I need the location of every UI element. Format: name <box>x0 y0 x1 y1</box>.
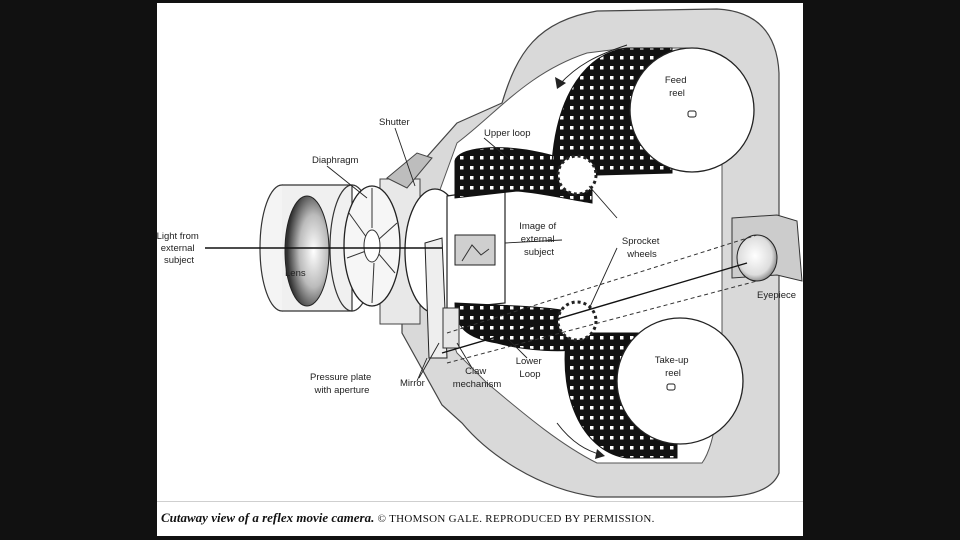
lens-label: Lens <box>285 268 306 279</box>
caption-bar: Cutaway view of a reflex movie camera. ©… <box>157 501 803 536</box>
light-from-subject-label: Light from external subject <box>157 231 201 266</box>
image-of-subject-label: Image of external subject <box>519 221 559 258</box>
camera-diagram: Shutter Diaphragm Upper loop Feed reel L… <box>157 3 803 501</box>
takeup-reel-hub <box>666 383 676 391</box>
feed-arrow <box>558 44 628 86</box>
leader-lines <box>326 127 618 382</box>
claw-mechanism <box>442 307 460 349</box>
mirror <box>424 237 448 359</box>
lower-sprocket-wheel <box>556 300 598 342</box>
diaphragm-label: Diaphragm <box>312 155 359 166</box>
mirror-label: Mirror <box>400 378 425 389</box>
eyepiece-lens <box>736 234 778 282</box>
pressure-plate-label: Pressure plate with aperture <box>310 372 374 396</box>
aperture-image <box>454 234 496 266</box>
takeup-reel-label: Take-up reel <box>655 355 691 379</box>
takeup-reel <box>616 317 744 445</box>
feed-reel-label: Feed reel <box>665 75 689 99</box>
sprocket-wheels-label: Sprocket wheels <box>622 236 662 260</box>
shutter-label: Shutter <box>379 117 410 128</box>
reflected-ray <box>441 262 748 354</box>
upper-loop-label: Upper loop <box>484 128 530 139</box>
lens-glass <box>284 195 330 307</box>
diagram-svg: Shutter Diaphragm Upper loop Feed reel L… <box>157 8 803 498</box>
lower-loop-label: Lower Loop <box>516 356 545 380</box>
caption-credit: © THOMSON GALE. REPRODUCED BY PERMISSION… <box>377 513 655 525</box>
view-cone-top <box>446 234 758 334</box>
eyepiece-label: Eyepiece <box>757 290 796 301</box>
figure-caption: Cutaway view of a reflex movie camera. ©… <box>161 510 655 526</box>
caption-title: Cutaway view of a reflex movie camera. <box>161 510 375 525</box>
view-cone-bottom <box>446 280 758 364</box>
diaphragm-blades <box>346 188 398 304</box>
claw-mechanism-label: Claw mechanism <box>453 366 502 390</box>
feed-reel-hub <box>687 110 697 118</box>
upper-sprocket-wheel <box>556 154 598 196</box>
feed-reel <box>629 47 755 173</box>
